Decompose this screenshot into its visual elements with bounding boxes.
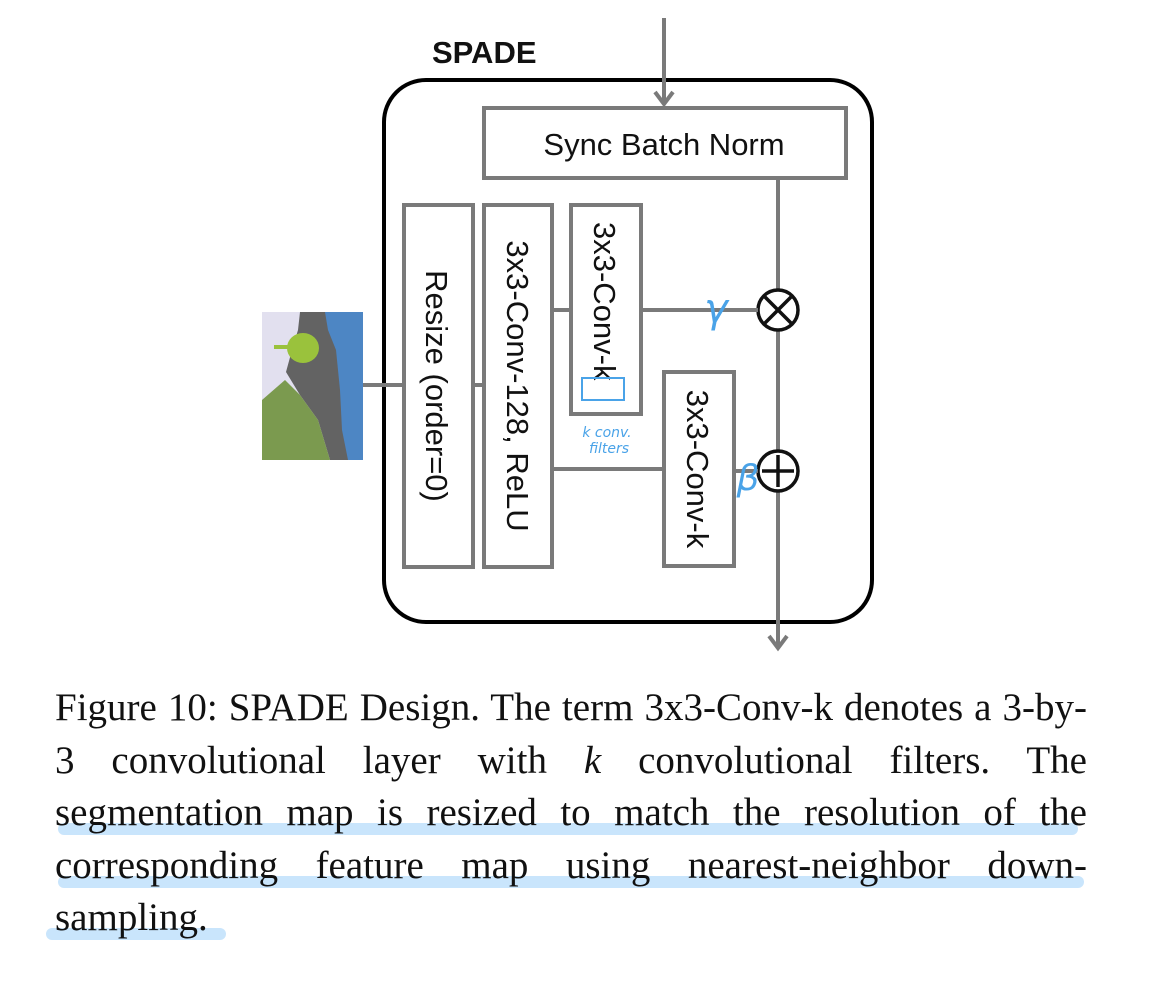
spade-diagram: SPADE Sync Batch Norm Resize (order=0) 3…: [262, 18, 874, 652]
resize-label: Resize (order=0): [419, 270, 454, 502]
handwritten-beta: β: [736, 458, 760, 499]
handwritten-note-line2: filters: [589, 441, 629, 457]
caption-highlight-line-4: [58, 876, 1084, 888]
caption-highlight-line-5: [46, 928, 226, 940]
gamma-conv-k-label: 3x3-Conv-k: [587, 222, 622, 381]
input-arrowhead: [653, 90, 675, 108]
beta-conv-k-label: 3x3-Conv-k: [680, 390, 715, 549]
figure-caption: Figure 10: SPADE Design. The term 3x3-Co…: [55, 682, 1087, 945]
handwritten-note-line1: k conv.: [582, 425, 631, 441]
caption-highlight-line-3: [58, 823, 1078, 835]
segmentation-map-image: [262, 312, 363, 460]
resize-box: [402, 203, 475, 569]
sync-batch-norm-label: Sync Batch Norm: [543, 127, 784, 162]
multiply-icon-stroke-2: [763, 295, 793, 325]
beta-conv-k-box: [662, 370, 736, 568]
caption-k-variable: k: [583, 738, 602, 782]
gamma-conv-k-prefix: 3x3-Conv-: [587, 222, 622, 365]
diagram-title: SPADE: [432, 35, 537, 70]
caption-text-part-2: convolutional filters. The segmentation …: [55, 738, 1087, 940]
caption-text-part-1: Figure 10: SPADE Design. The term 3x3-Co…: [55, 686, 1087, 782]
handwritten-gamma: γ: [704, 286, 730, 332]
conv128-relu-box: [482, 203, 554, 569]
k-annotation-box: [581, 377, 625, 401]
sync-batch-norm-box: [482, 106, 848, 180]
output-arrowhead: [767, 634, 789, 652]
conv128-relu-label: 3x3-Conv-128, ReLU: [500, 240, 535, 531]
